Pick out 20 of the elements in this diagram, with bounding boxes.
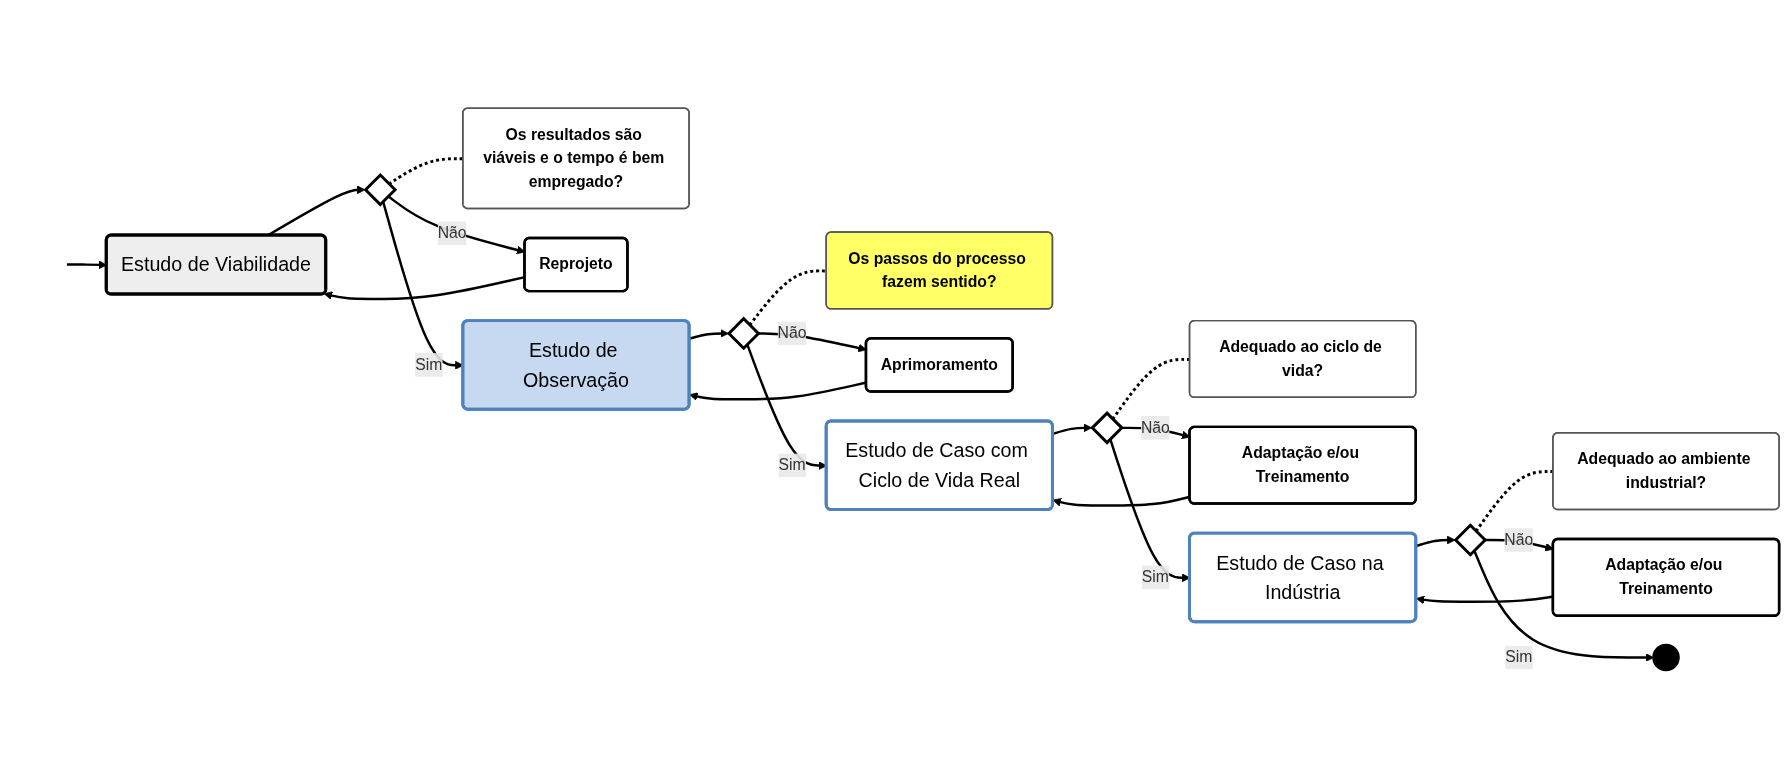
edge-label: Não — [1504, 531, 1534, 548]
edge-label: Não — [437, 224, 467, 242]
edge-label: Não — [1140, 419, 1170, 436]
connector — [1111, 357, 1191, 421]
arrow — [1052, 423, 1093, 436]
node-diamond — [1453, 523, 1488, 557]
arrow — [1415, 535, 1456, 548]
connector — [748, 269, 827, 326]
node-diamond — [726, 316, 761, 351]
edge-label: Sim — [1505, 648, 1533, 666]
edge-label: Sim — [778, 456, 806, 474]
edge-label: Sim — [1141, 568, 1169, 586]
node-diamond — [1090, 411, 1124, 445]
node-diamond — [363, 172, 398, 207]
edge-label: Não — [777, 324, 807, 342]
connector — [1474, 470, 1554, 533]
arrow — [1473, 549, 1655, 662]
node-circle — [1652, 643, 1680, 672]
edge-label: Sim — [415, 356, 443, 373]
arrow — [689, 329, 729, 340]
